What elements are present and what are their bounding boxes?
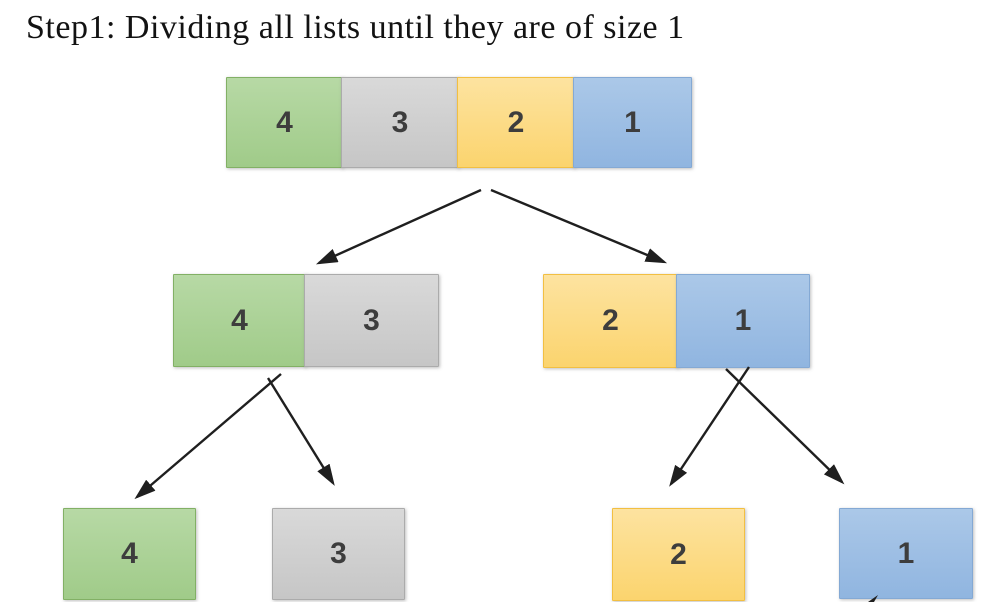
arrow-lefthalf-to-4 — [134, 373, 282, 500]
list-cell-l2-left-4: 4 — [173, 274, 306, 367]
arrow-root-to-right-half — [490, 188, 668, 264]
arrow-righthalf-to-2 — [669, 366, 750, 487]
list-cell-l1-4: 4 — [226, 77, 343, 168]
list-cell-l2-left-3: 3 — [304, 274, 439, 367]
list-cell-l3-2: 2 — [612, 508, 745, 601]
list-cell-l2-right-1: 1 — [676, 274, 810, 368]
list-cell-l2-right-2: 2 — [543, 274, 678, 368]
list-cell-l1-2: 2 — [457, 77, 575, 168]
arrow-lefthalf-to-3 — [266, 377, 335, 486]
arrow-root-to-left-half — [315, 188, 482, 265]
step-title: Step1: Dividing all lists until they are… — [26, 9, 685, 46]
arrow-righthalf-to-1 — [725, 368, 845, 485]
list-cell-l1-1: 1 — [573, 77, 692, 168]
list-cell-l3-3: 3 — [272, 508, 405, 600]
list-cell-l1-3: 3 — [341, 77, 459, 168]
list-cell-l3-4: 4 — [63, 508, 196, 600]
list-cell-l3-1: 1 — [839, 508, 973, 599]
